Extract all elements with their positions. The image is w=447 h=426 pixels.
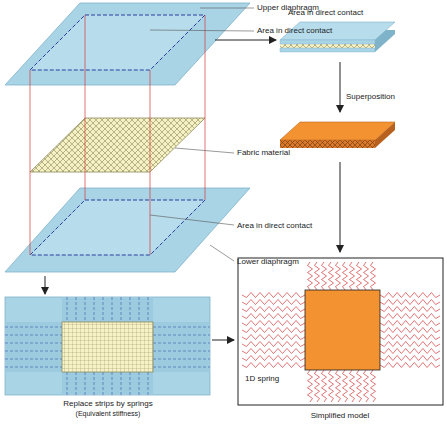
strip-line	[5, 343, 62, 344]
strip-line	[153, 335, 210, 336]
spring	[364, 370, 369, 402]
strip-line	[85, 297, 86, 322]
spring	[322, 370, 327, 402]
spring	[371, 370, 376, 402]
spring	[380, 342, 440, 347]
strip-line	[153, 367, 210, 368]
strip-line	[112, 372, 113, 395]
strip-line	[139, 372, 140, 395]
spring	[329, 262, 334, 290]
spring	[380, 328, 440, 333]
spring	[380, 307, 440, 312]
spring	[336, 370, 341, 402]
part-label: 1D spring	[244, 374, 280, 384]
spring	[350, 370, 355, 402]
spring	[242, 342, 305, 347]
strip-line	[103, 297, 104, 322]
spring	[380, 321, 440, 326]
strip-line	[153, 351, 210, 352]
spring	[242, 321, 305, 326]
spring	[242, 335, 305, 340]
spring	[380, 300, 440, 305]
part-label: Area in direct contact	[257, 26, 332, 36]
spring	[380, 349, 440, 354]
spring	[315, 262, 320, 290]
spring	[308, 262, 313, 290]
spring	[350, 262, 355, 290]
spring	[242, 293, 305, 298]
strip-line	[5, 351, 62, 352]
strip-line	[148, 297, 149, 322]
spring	[308, 370, 313, 402]
strip-line	[148, 372, 149, 395]
spring	[343, 370, 348, 402]
part-label: Area in direct contact	[237, 221, 312, 231]
strip-line	[103, 372, 104, 395]
spring	[380, 356, 440, 361]
strip-line	[5, 335, 62, 336]
strip-line	[139, 297, 140, 322]
strip-line	[130, 297, 131, 322]
strip-line	[76, 297, 77, 322]
part-label: Lower diaphragm	[237, 257, 299, 267]
spring	[315, 370, 320, 402]
strip-line	[153, 327, 210, 328]
spring	[242, 363, 305, 368]
strip-line	[112, 297, 113, 322]
spring	[357, 370, 362, 402]
strip-line	[121, 372, 122, 395]
strip-line	[130, 372, 131, 395]
strip-line	[76, 372, 77, 395]
caption-note: (Equivalent stiffness)	[76, 409, 141, 419]
spring	[357, 262, 362, 290]
spring	[371, 262, 376, 290]
spring	[242, 300, 305, 305]
spring	[242, 349, 305, 354]
spring	[242, 328, 305, 333]
spring	[336, 262, 341, 290]
spring	[242, 307, 305, 312]
part-label: Area in direct contact	[288, 8, 363, 18]
spring	[380, 314, 440, 319]
spring	[380, 293, 440, 298]
spring	[343, 262, 348, 290]
strip-line	[121, 297, 122, 322]
spring	[242, 356, 305, 361]
spring	[380, 363, 440, 368]
strip-line	[94, 372, 95, 395]
strip-line	[5, 359, 62, 360]
strip-line	[153, 359, 210, 360]
spring	[364, 262, 369, 290]
part-label: Fabric material	[237, 148, 290, 158]
spring	[329, 370, 334, 402]
strip-line	[67, 372, 68, 395]
strip-line	[5, 327, 62, 328]
strip-line	[5, 367, 62, 368]
caption-label: Replace strips by springs	[63, 399, 152, 409]
strip-line	[67, 297, 68, 322]
spring	[380, 335, 440, 340]
strip-line	[153, 343, 210, 344]
spring	[322, 262, 327, 290]
caption-label: Simplified model	[311, 411, 370, 421]
spring	[242, 314, 305, 319]
step-label: Superposition	[346, 92, 395, 102]
strip-line	[94, 297, 95, 322]
strip-line	[85, 372, 86, 395]
